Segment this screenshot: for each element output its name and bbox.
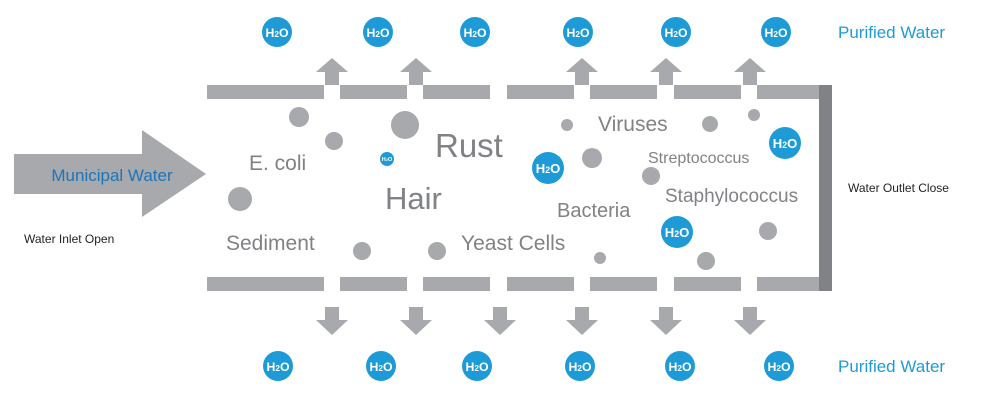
- h2o-molecule-icon: H2O: [366, 351, 396, 381]
- h2o-molecule-icon: H2O: [563, 17, 593, 47]
- label-yeast-cells: Yeast Cells: [461, 232, 565, 255]
- h2o-molecule-icon: H2O: [565, 351, 595, 381]
- label-staphylococcus: Staphylococcus: [665, 186, 798, 207]
- h2o-molecule-icon: H2O: [460, 17, 490, 47]
- h2o-molecule-icon: H2O: [262, 17, 292, 47]
- h2o-molecule-label: H2O: [566, 26, 590, 40]
- contaminant-labels: E. coli Rust Hair Sediment Yeast Cells V…: [226, 113, 798, 255]
- h2o-molecule-label: H2O: [767, 360, 791, 374]
- h2o-molecule-label: H2O: [664, 26, 688, 40]
- h2o-molecule-label: H2O: [665, 225, 690, 240]
- purified-water-bottom-label: Purified Water: [838, 357, 945, 376]
- bottom-membrane: [207, 277, 819, 291]
- h2o-molecule-icon: H2O: [263, 351, 293, 381]
- inlet-arrow: Municipal Water: [14, 130, 206, 217]
- h2o-molecule-label: H2O: [465, 360, 489, 374]
- h2o-molecule-label: H2O: [463, 26, 487, 40]
- purified-water-molecules-bottom: H2O H2O H2O H2O H2O H2O: [263, 351, 794, 381]
- h2o-molecule-icon: H2O: [661, 17, 691, 47]
- h2o-molecule-icon: H2O: [363, 17, 393, 47]
- h2o-molecule-label: H2O: [266, 360, 290, 374]
- top-membrane: [207, 85, 819, 99]
- h2o-molecule-icon: H2O: [761, 17, 791, 47]
- contaminant-particles: [228, 107, 777, 270]
- h2o-molecule-icon: H2O: [661, 216, 693, 248]
- h2o-molecule-icon: H2O: [764, 351, 794, 381]
- label-rust: Rust: [435, 127, 503, 164]
- down-arrows: [316, 307, 766, 335]
- h2o-molecule-icon: H2O: [665, 351, 695, 381]
- label-viruses: Viruses: [598, 113, 668, 136]
- h2o-molecule-label: H2O: [265, 26, 289, 40]
- label-ecoli: E. coli: [249, 152, 306, 175]
- water-molecules-inside: H2O H2O H2O H2O: [380, 127, 801, 248]
- purified-water-top-label: Purified Water: [838, 23, 945, 42]
- h2o-molecule-label: H2O: [568, 360, 592, 374]
- h2o-molecule-icon: H2O: [769, 127, 801, 159]
- h2o-molecule-icon: H2O: [532, 152, 564, 184]
- label-hair: Hair: [385, 181, 442, 216]
- h2o-molecule-label: H2O: [773, 136, 798, 151]
- label-streptococcus: Streptococcus: [648, 150, 749, 167]
- h2o-molecule-label: H2O: [668, 360, 692, 374]
- h2o-molecule-label: H2O: [536, 161, 561, 176]
- h2o-molecule-icon: H2O: [462, 351, 492, 381]
- h2o-molecule-label: H2O: [382, 157, 393, 163]
- outlet-wall: [819, 85, 832, 291]
- h2o-molecule-icon: H2O: [380, 152, 394, 166]
- label-sediment: Sediment: [226, 232, 315, 255]
- h2o-molecule-label: H2O: [764, 26, 788, 40]
- h2o-molecule-label: H2O: [366, 26, 390, 40]
- outlet-caption: Water Outlet Close: [848, 181, 949, 195]
- label-bacteria: Bacteria: [557, 200, 631, 222]
- purified-water-molecules-top: H2O H2O H2O H2O H2O H2O: [262, 17, 791, 47]
- up-arrows: [316, 58, 766, 85]
- h2o-molecule-label: H2O: [369, 360, 393, 374]
- inlet-arrow-label: Municipal Water: [51, 166, 173, 185]
- inlet-caption: Water Inlet Open: [24, 232, 114, 246]
